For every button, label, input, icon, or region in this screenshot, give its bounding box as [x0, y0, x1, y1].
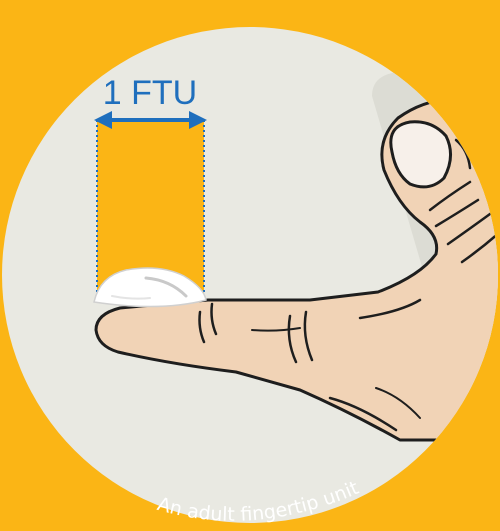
- ftu-label: 1 FTU: [103, 74, 197, 112]
